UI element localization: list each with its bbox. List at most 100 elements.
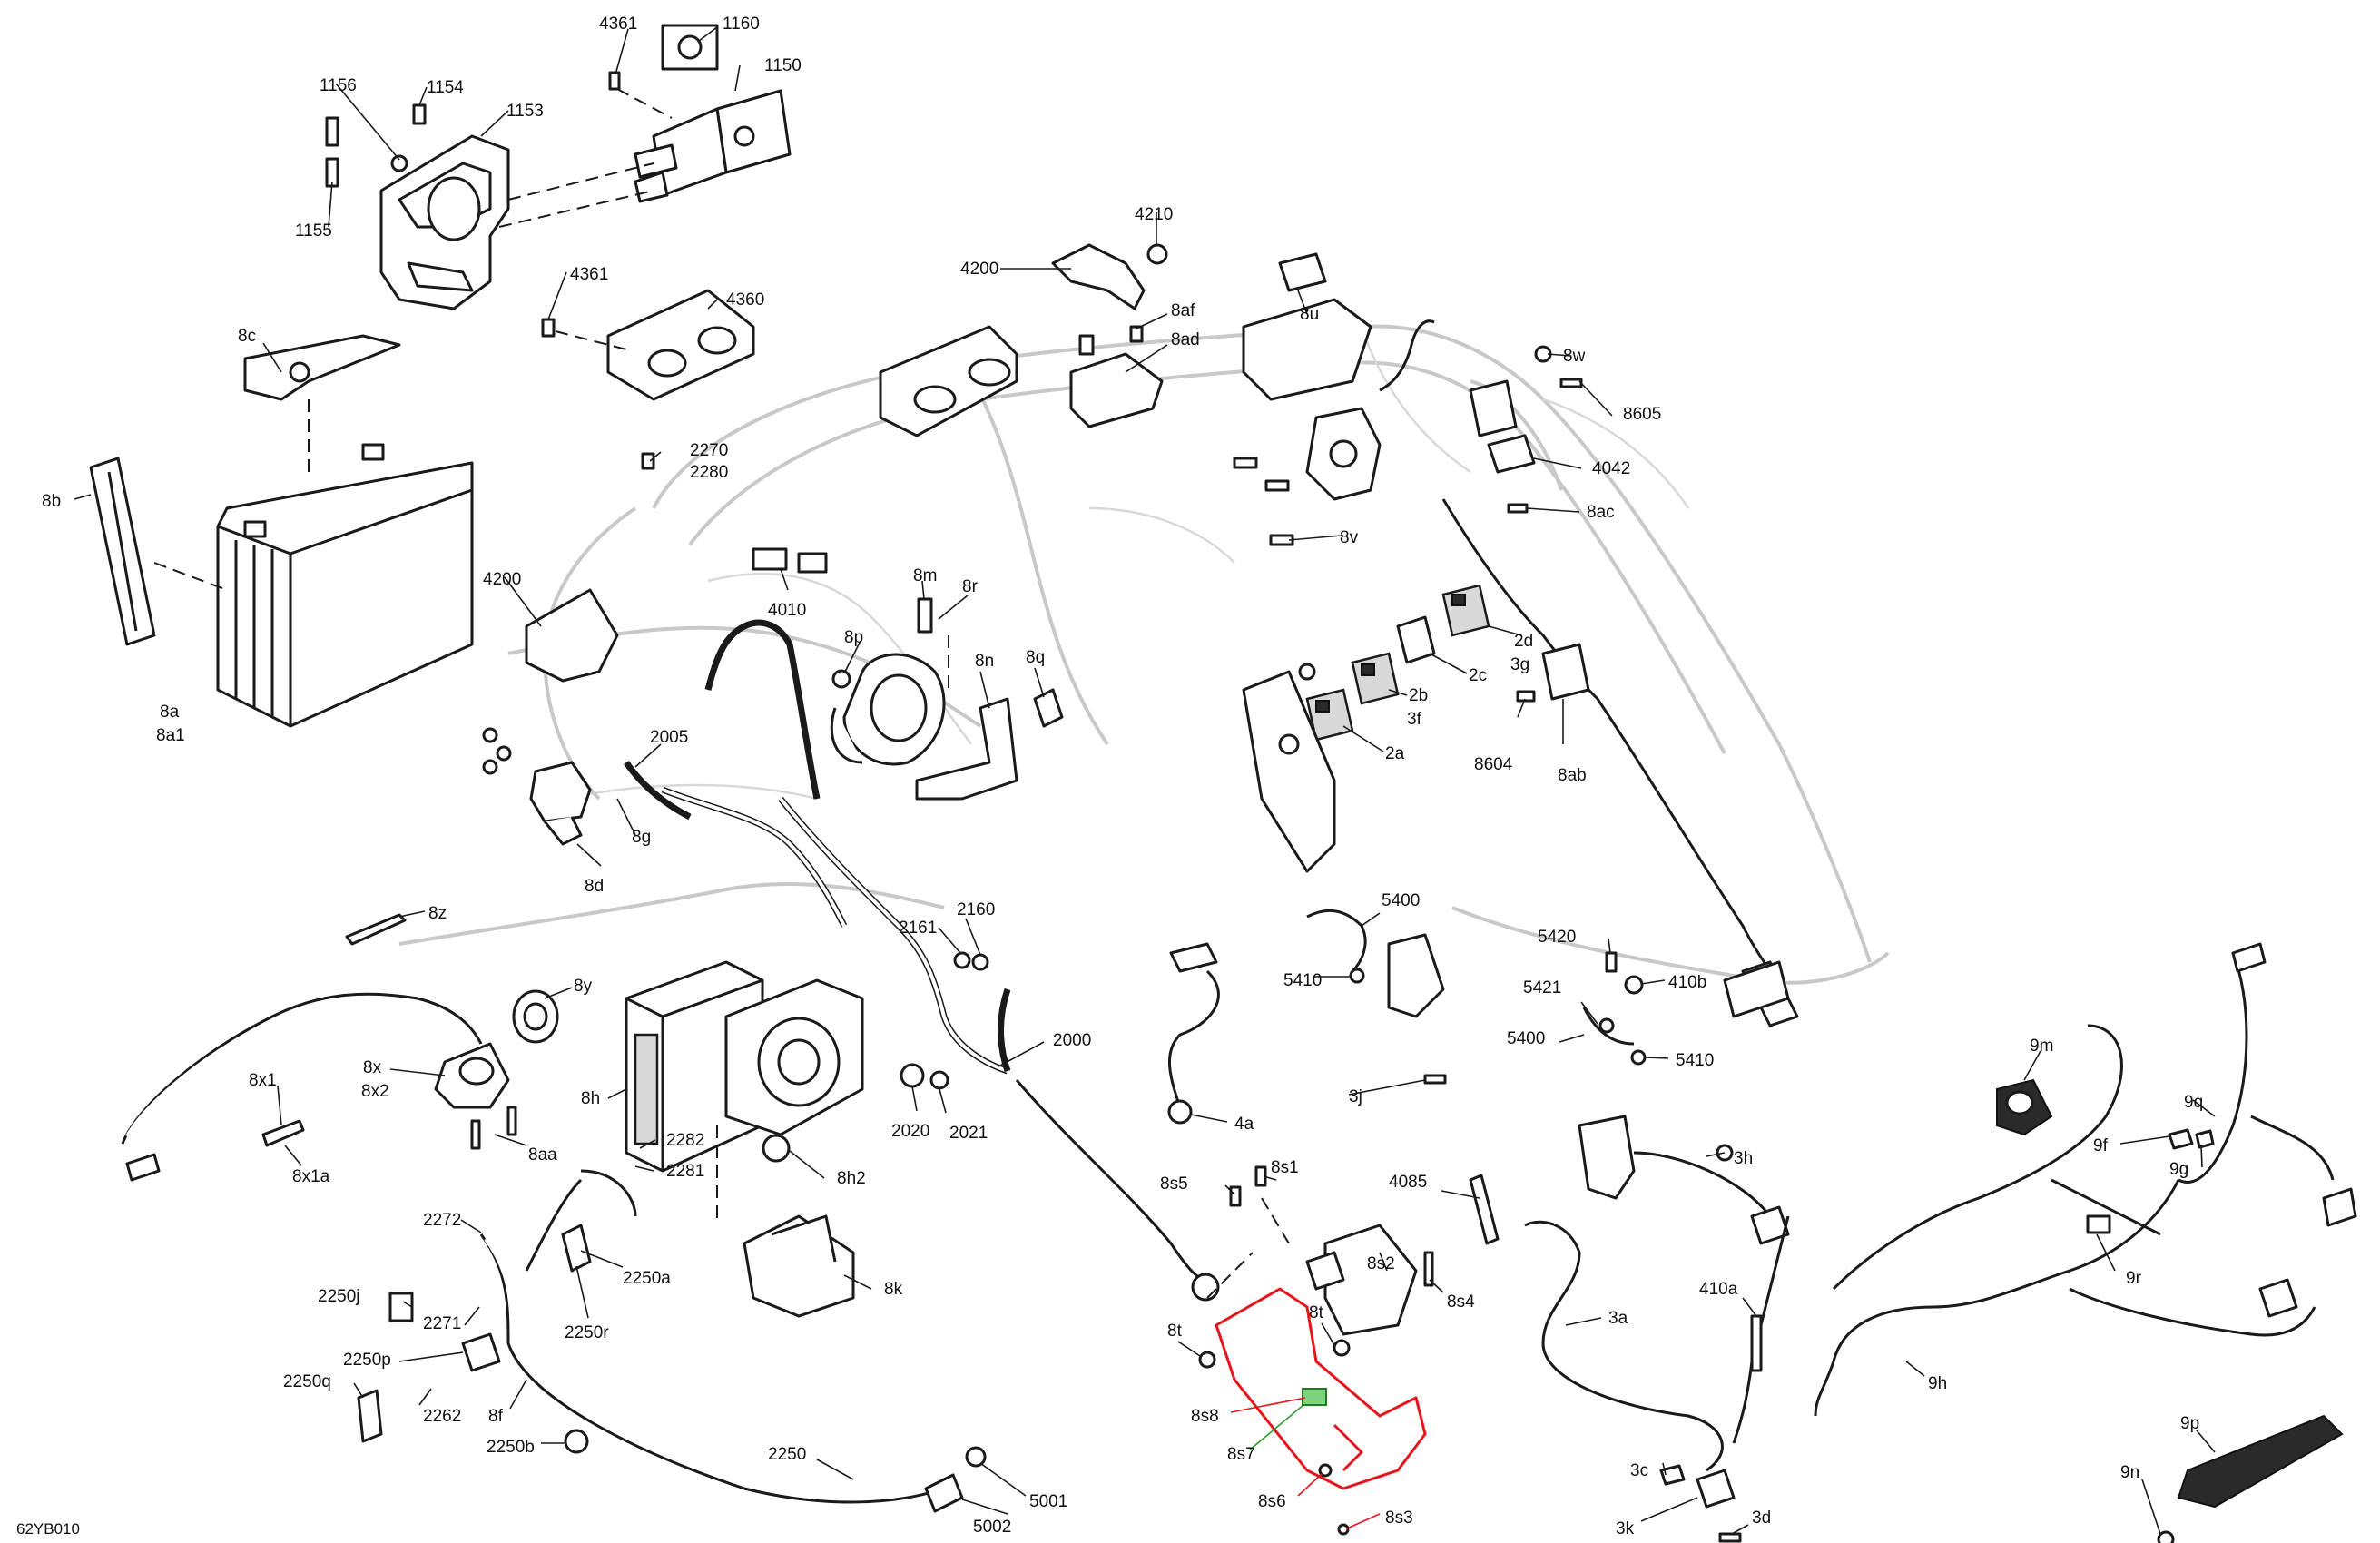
label-8w: 8w: [1563, 347, 1586, 366]
ignition-ring-8y: [512, 989, 559, 1044]
part-labels: 4361 1160 1150 1156 1154 1153 1155 4210 …: [42, 15, 2203, 1538]
label-8h2: 8h2: [837, 1169, 866, 1188]
connector-9q: [2231, 942, 2267, 973]
label-8s3: 8s3: [1385, 1509, 1413, 1528]
label-2b: 2b: [1409, 686, 1428, 705]
label-8t-b: 8t: [1309, 1303, 1324, 1322]
label-8s6: 8s6: [1258, 1492, 1286, 1511]
label-3g: 3g: [1510, 655, 1529, 674]
screw-8v-b: [1264, 479, 1290, 492]
switch-2b: [1351, 652, 1400, 705]
relay-8d: [482, 727, 592, 846]
label-3j: 3j: [1349, 1087, 1362, 1106]
label-5400-b: 5400: [1507, 1029, 1545, 1048]
clip-5410b: [1630, 1049, 1647, 1066]
module-1150: [634, 89, 792, 203]
label-8k: 8k: [884, 1280, 903, 1299]
label-8v: 8v: [1340, 528, 1359, 547]
label-2021: 2021: [949, 1124, 988, 1143]
diagram-reference-code: 62YB010: [16, 1520, 80, 1538]
label-1155: 1155: [295, 221, 332, 241]
label-8s8: 8s8: [1191, 1407, 1219, 1426]
ignition-switch-8x: [434, 1042, 510, 1109]
label-2d: 2d: [1514, 632, 1533, 651]
motor-8u: [1242, 252, 1382, 501]
module-8ad: [1069, 334, 1164, 428]
label-8u: 8u: [1300, 305, 1319, 324]
connector-8ab: [1541, 643, 1590, 701]
label-2282: 2282: [666, 1131, 704, 1150]
label-8x1a: 8x1a: [292, 1167, 330, 1186]
screw-3j: [1423, 1074, 1447, 1085]
bolt-8r: [917, 597, 933, 634]
label-8s7: 8s7: [1227, 1445, 1255, 1464]
label-8f: 8f: [488, 1407, 504, 1426]
label-9g: 9g: [2169, 1160, 2188, 1179]
label-4a: 4a: [1234, 1115, 1254, 1134]
label-1150: 1150: [764, 56, 802, 75]
strap-8b: [89, 457, 156, 646]
label-8x2: 8x2: [361, 1082, 389, 1101]
label-8y: 8y: [574, 977, 593, 996]
label-2262: 2262: [423, 1407, 461, 1426]
label-8c: 8c: [238, 327, 256, 346]
washer-2160: [971, 953, 989, 971]
fuse-box-4360: [606, 289, 755, 401]
leader-lines: [74, 26, 2216, 1535]
label-2250j: 2250j: [318, 1287, 360, 1306]
screw-8v-a: [1233, 457, 1258, 469]
label-2160: 2160: [957, 900, 995, 919]
label-2250p: 2250p: [343, 1351, 391, 1370]
antenna-410a: [1750, 1314, 1763, 1372]
screw-8ac: [1507, 503, 1529, 514]
label-2020: 2020: [891, 1122, 929, 1141]
grommet-5001: [965, 1446, 987, 1468]
label-2005: 2005: [650, 728, 688, 747]
fuse-box-center: [879, 325, 1018, 437]
label-8a: 8a: [160, 703, 180, 722]
label-4085: 4085: [1389, 1173, 1427, 1192]
label-2250r: 2250r: [565, 1323, 609, 1342]
label-1153: 1153: [506, 102, 544, 121]
clip-5421: [1598, 1017, 1615, 1034]
label-2a: 2a: [1385, 744, 1405, 763]
connector-right-lower: [1750, 1205, 1790, 1245]
clip-9g: [2195, 1129, 2215, 1149]
key-8x1: [261, 1119, 305, 1147]
connector-4a-top: [1169, 942, 1218, 973]
rod-8z: [345, 913, 407, 946]
panel-bracket: [1242, 670, 1336, 873]
label-2250: 2250: [768, 1445, 806, 1464]
bezel-2c: [1396, 615, 1436, 664]
connector-9f: [2168, 1128, 2194, 1150]
connector-cluster-8w: [1469, 345, 1552, 474]
label-2280: 2280: [690, 463, 728, 482]
label-9f: 9f: [2093, 1136, 2109, 1155]
bracket-8n: [915, 697, 1018, 801]
label-8aa: 8aa: [528, 1145, 557, 1165]
screw-8604: [1516, 690, 1536, 703]
label-3d: 3d: [1752, 1509, 1771, 1528]
label-2270: 2270: [690, 441, 728, 460]
fastener-4210: [1146, 243, 1168, 265]
screw-5420: [1605, 951, 1618, 973]
label-8z: 8z: [428, 904, 447, 923]
bracket-4200-left: [525, 588, 619, 683]
label-9h: 9h: [1928, 1374, 1947, 1393]
bracket-1153: [379, 134, 510, 310]
bolts-1155-1156-1154: [325, 103, 427, 188]
label-8h: 8h: [581, 1089, 600, 1108]
label-2000: 2000: [1053, 1031, 1091, 1050]
sensor-2250p: [461, 1332, 501, 1372]
label-8s5: 8s5: [1160, 1174, 1188, 1194]
connector-9q-end: [2322, 1187, 2357, 1227]
connector-9h: [2258, 1278, 2298, 1318]
label-8ab: 8ab: [1558, 766, 1587, 785]
label-8t-a: 8t: [1167, 1322, 1183, 1341]
connector-9r: [2086, 1214, 2111, 1234]
switch-2a: [1305, 688, 1354, 742]
screw-3d: [1718, 1532, 1742, 1543]
label-9r: 9r: [2126, 1269, 2142, 1288]
label-8ac: 8ac: [1587, 503, 1615, 522]
